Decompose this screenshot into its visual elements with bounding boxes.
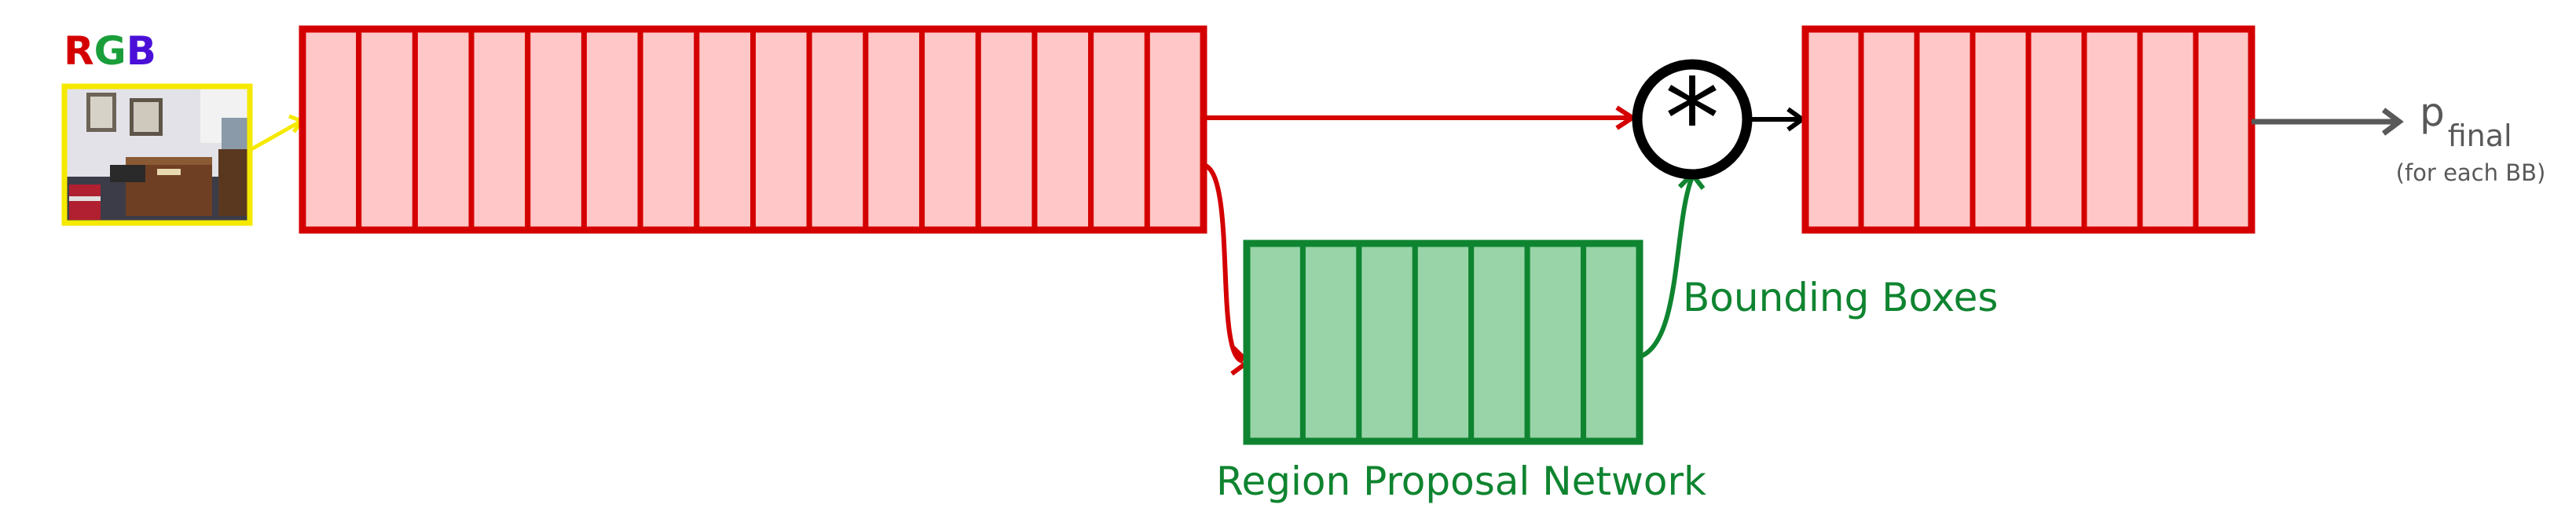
rgb-letter-g: G xyxy=(94,28,126,74)
backbone-layer-3 xyxy=(412,26,475,233)
output-note: (for each BB) xyxy=(2396,159,2546,186)
rpn-label: Region Proposal Network xyxy=(1216,459,1706,504)
backbone-layer-1 xyxy=(299,26,362,233)
backbone-layer-7 xyxy=(637,26,700,233)
rpn-layer-7 xyxy=(1581,240,1643,444)
backbone-layer-10 xyxy=(806,26,869,233)
rgb-label: RGB xyxy=(64,28,156,74)
backbone-layer-9 xyxy=(750,26,812,233)
backbone-layer-16 xyxy=(1144,26,1207,233)
output-main: p xyxy=(2420,90,2445,135)
rpn-layer-4 xyxy=(1412,240,1475,444)
rgb-letter-r: R xyxy=(64,28,94,74)
head-to-output-arrowhead xyxy=(2381,108,2404,136)
input-image xyxy=(61,83,253,226)
backbone-layer-6 xyxy=(581,26,643,233)
backbone-layer-11 xyxy=(863,26,925,233)
input-image-frame xyxy=(61,83,253,226)
head-outline xyxy=(1801,25,2255,234)
rpn-layer-2 xyxy=(1299,240,1362,444)
combine-symbol: * xyxy=(1665,56,1720,184)
backbone-layer-5 xyxy=(525,26,587,233)
rpn-layer-5 xyxy=(1468,240,1530,444)
rpn-layer-6 xyxy=(1524,240,1587,444)
head-layer-2 xyxy=(1858,26,1920,233)
output-subscript: final xyxy=(2448,119,2512,153)
backbone-layer-15 xyxy=(1088,26,1150,233)
head-layer-5 xyxy=(2025,26,2087,233)
input-connector xyxy=(250,119,302,152)
region-proposal-network xyxy=(1243,239,1643,445)
head-layer-6 xyxy=(2081,26,2143,233)
combine-operator-icon: * xyxy=(1632,56,1753,184)
backbone-layer-12 xyxy=(919,26,981,233)
backbone-layer-8 xyxy=(694,26,756,233)
backbone-layer-2 xyxy=(356,26,418,233)
head-layer-8 xyxy=(2193,26,2255,233)
rgb-letter-b: B xyxy=(126,28,156,74)
backbone-layer-4 xyxy=(468,26,531,233)
head-layer-3 xyxy=(1914,26,1976,233)
head-layer-7 xyxy=(2137,26,2199,233)
rpn-layer-3 xyxy=(1356,240,1418,444)
rpn-to-combine-arrow xyxy=(1636,177,1694,360)
backbone-to-rpn-arrow xyxy=(1202,163,1244,364)
output-label: pfinal xyxy=(2420,90,2512,153)
head-layer-1 xyxy=(1802,26,1864,233)
backbone-network xyxy=(299,25,1207,234)
backbone-outline xyxy=(299,25,1207,234)
backbone-layer-14 xyxy=(1031,26,1094,233)
head-network xyxy=(1801,25,2255,234)
rpn-layer-1 xyxy=(1244,240,1306,444)
head-layer-4 xyxy=(1970,26,2032,233)
bounding-boxes-label: Bounding Boxes xyxy=(1683,275,1998,320)
backbone-layer-13 xyxy=(975,26,1038,233)
rpn-outline xyxy=(1243,239,1643,445)
